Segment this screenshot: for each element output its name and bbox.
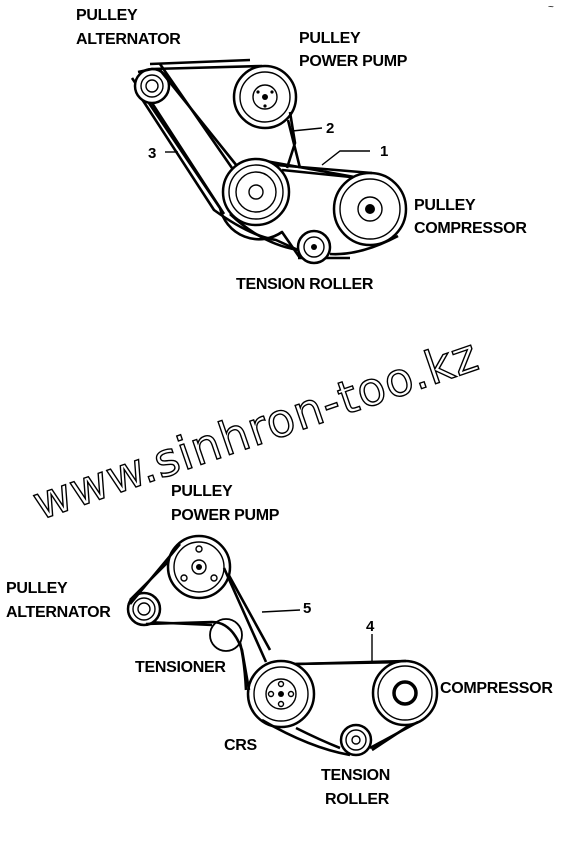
top-compressor-label-2: COMPRESSOR [414,220,527,237]
bottom-belt-diagram: PULLEY POWER PUMP PULLEY ALTERNATOR TENS… [6,483,554,808]
top-belt-outer [137,64,399,256]
bottom-tensioner-pulley [209,618,243,652]
bottom-compressor-pulley [371,659,439,727]
top-tension-roller [296,229,332,265]
top-power-pump-pulley [232,64,298,130]
top-power-pump-label-1: PULLEY [299,30,361,47]
bottom-belt-overlay [129,543,419,757]
bottom-tension-roller-label-2: ROLLER [325,791,390,808]
bottom-alternator-label-2: ALTERNATOR [6,604,111,621]
bottom-callout-5-leader [261,609,301,613]
watermark: www.sinhron-too.kz [25,327,486,532]
top-tension-roller-label: TENSION ROLLER [236,276,374,293]
top-belt-3-inner [138,95,299,252]
top-belt-diagram: PULLEY ALTERNATOR PULLEY POWER PUMP PULL… [76,7,528,293]
bottom-power-pump-label-1: PULLEY [171,483,233,500]
watermark-text: www.sinhron-too.kz [26,327,485,530]
bottom-tension-roller-label-1: TENSION [321,767,390,784]
bottom-crs-label: CRS [224,737,258,754]
top-alternator-label-2: ALTERNATOR [76,31,181,48]
top-compressor-label-1: PULLEY [414,197,476,214]
top-power-pump-label-2: POWER PUMP [299,53,408,70]
bottom-alternator-label-1: PULLEY [6,580,68,597]
top-callout-2: 2 [326,120,334,137]
top-callout-2-leader [291,127,323,132]
bottom-callout-5: 5 [303,600,311,617]
top-crankshaft-pulley [221,157,291,227]
top-alternator-label-1: PULLEY [76,7,138,24]
bottom-alternator-pulley [126,591,162,627]
bottom-crs-pulley [246,659,316,729]
bottom-tension-roller [339,723,373,757]
bottom-compressor-label: COMPRESSOR [440,680,553,697]
top-alternator-pulley [133,67,171,105]
top-callout-1: 1 [380,143,388,160]
corner-mark: ~ [548,2,554,13]
bottom-power-pump-pulley [166,534,232,600]
bottom-power-pump-label-2: POWER PUMP [171,507,280,524]
top-compressor-pulley [332,171,408,247]
top-callout-3: 3 [148,145,156,162]
top-callout-1-leader [321,150,370,166]
bottom-tensioner-label: TENSIONER [135,659,226,676]
bottom-callout-4: 4 [366,618,375,635]
